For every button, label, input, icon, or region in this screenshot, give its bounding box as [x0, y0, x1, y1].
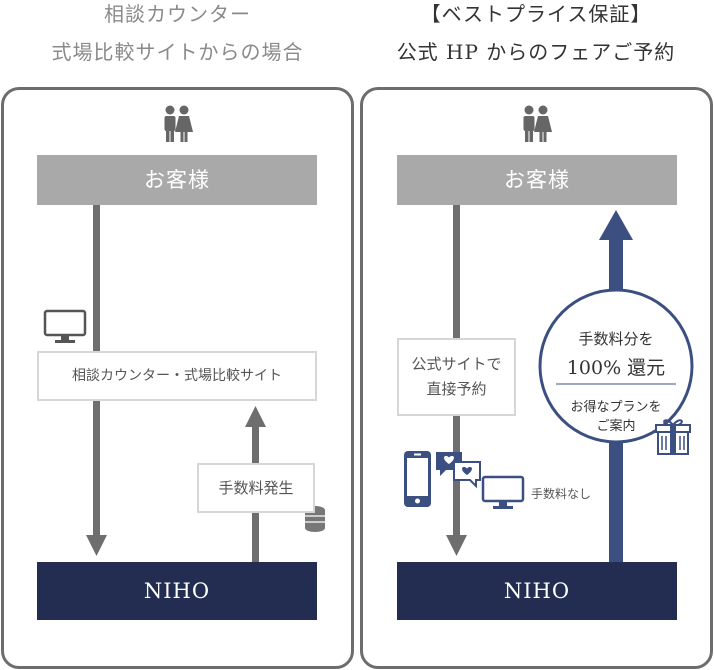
right-heading-line1: 【ベストプライス保証】 — [420, 2, 652, 26]
right-niho-bar: NIHO — [397, 562, 677, 620]
right-direct-box: 公式サイトで 直接予約 — [397, 338, 516, 416]
couple-icon — [523, 105, 552, 142]
refund-line4: ご案内 — [596, 419, 636, 434]
chat-heart-icon — [453, 461, 481, 489]
refund-line1: 手数料分を — [578, 330, 654, 348]
refund-circle — [538, 288, 694, 444]
refund-line2: 100% 還元 — [566, 357, 666, 379]
gift-icon — [655, 419, 691, 455]
monitor-icon — [43, 309, 87, 343]
monitor-icon — [481, 475, 525, 509]
direct-booking-line1: 公式サイトで — [411, 355, 502, 373]
left-customer-bar: お客様 — [37, 155, 317, 205]
left-niho-bar: NIHO — [37, 562, 317, 620]
left-agency-box: 相談カウンター・式場比較サイト — [37, 351, 317, 401]
no-fee-label: 手数料なし — [531, 487, 592, 501]
right-customer-bar: お客様 — [397, 155, 677, 205]
smartphone-icon — [404, 451, 431, 507]
direct-booking-line2: 直接予約 — [426, 380, 487, 398]
refund-line3: お得なプランを — [570, 400, 662, 415]
left-fee-box: 手数料発生 — [197, 463, 315, 513]
left-heading-line2: 式場比較サイトからの場合 — [51, 40, 304, 64]
right-panel — [360, 87, 713, 669]
left-panel — [1, 87, 354, 669]
left-heading-line1: 相談カウンター — [104, 2, 251, 26]
couple-icon — [164, 105, 193, 142]
right-heading-line2: 公式 HP からのフェアご予約 — [396, 40, 676, 64]
